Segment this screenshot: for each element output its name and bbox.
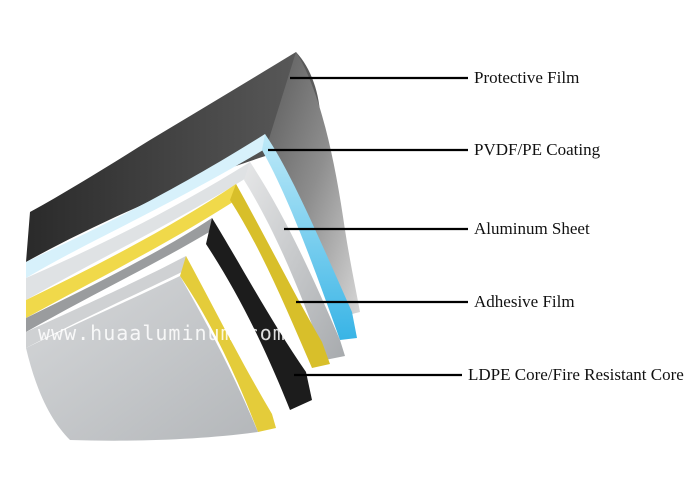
back-aluminum-layer (26, 256, 276, 432)
protective-film-layer (26, 52, 360, 318)
label-protective-film: Protective Film (474, 68, 579, 87)
label-core: LDPE Core/Fire Resistant Core (468, 365, 684, 384)
watermark-text: www.huaaluminum.com (38, 321, 286, 345)
ldpe-core-layer (26, 218, 312, 410)
label-aluminum-sheet: Aluminum Sheet (474, 219, 590, 238)
adhesive-film-layer (26, 184, 330, 368)
label-pvdf-coating: PVDF/PE Coating (474, 140, 601, 159)
pvdf-coating-layer (26, 134, 357, 340)
label-adhesive-film: Adhesive Film (474, 292, 575, 311)
aluminum-sheet-layer (26, 162, 345, 360)
panel-front-face (26, 276, 258, 441)
